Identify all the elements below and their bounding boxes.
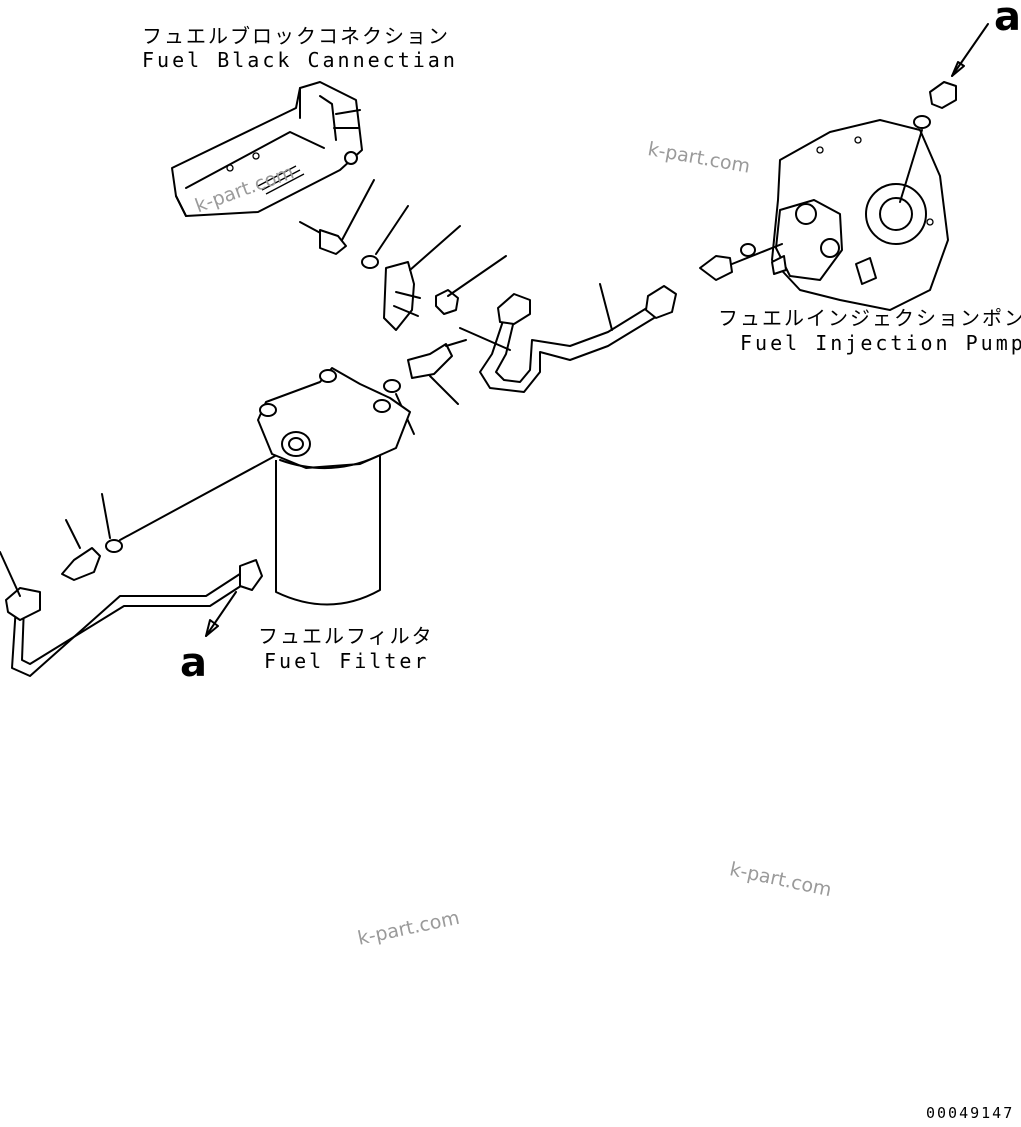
fuel-block-connection-label-jp: フュエルブロックコネクション bbox=[142, 24, 450, 48]
arrow-top-right bbox=[951, 23, 989, 77]
adapter-fitting-mid bbox=[407, 339, 467, 405]
o-ring-pump bbox=[740, 243, 756, 257]
fuel-filter-label-jp: フュエルフィルタ bbox=[258, 624, 434, 648]
pump-plug-fitting bbox=[899, 81, 957, 203]
fuel-pipe-upper bbox=[459, 283, 677, 393]
fuel-filter-label-en: Fuel Filter bbox=[264, 649, 430, 673]
marker-a-bottom-left: a bbox=[180, 640, 207, 686]
fuel-injection-pump-label-en: Fuel Injection Pump bbox=[740, 331, 1021, 355]
fuel-filter-part bbox=[257, 367, 411, 606]
marker-a-top-right: a bbox=[994, 0, 1021, 40]
fuel-injection-pump-label-jp: フュエルインジェクションポンプ bbox=[718, 306, 1021, 330]
fuel-pipe-lower bbox=[0, 551, 263, 677]
o-ring-top bbox=[913, 115, 931, 129]
adapter-fitting-left bbox=[61, 519, 101, 581]
banjo-bolt-part bbox=[299, 179, 375, 255]
o-ring-left bbox=[105, 539, 123, 553]
arrow-bottom-left bbox=[205, 591, 237, 637]
clamp-bracket-part bbox=[383, 225, 461, 331]
o-ring-mid bbox=[383, 379, 401, 393]
fuel-block-connection-part bbox=[171, 81, 363, 217]
fuel-injection-pump-part bbox=[771, 119, 949, 311]
washer-part bbox=[361, 255, 379, 269]
document-number: 00049147 bbox=[926, 1104, 1015, 1122]
fuel-block-connection-label-en: Fuel Black Cannectian bbox=[142, 48, 458, 72]
nut-part bbox=[435, 255, 507, 315]
pump-connector-fitting bbox=[699, 243, 783, 281]
